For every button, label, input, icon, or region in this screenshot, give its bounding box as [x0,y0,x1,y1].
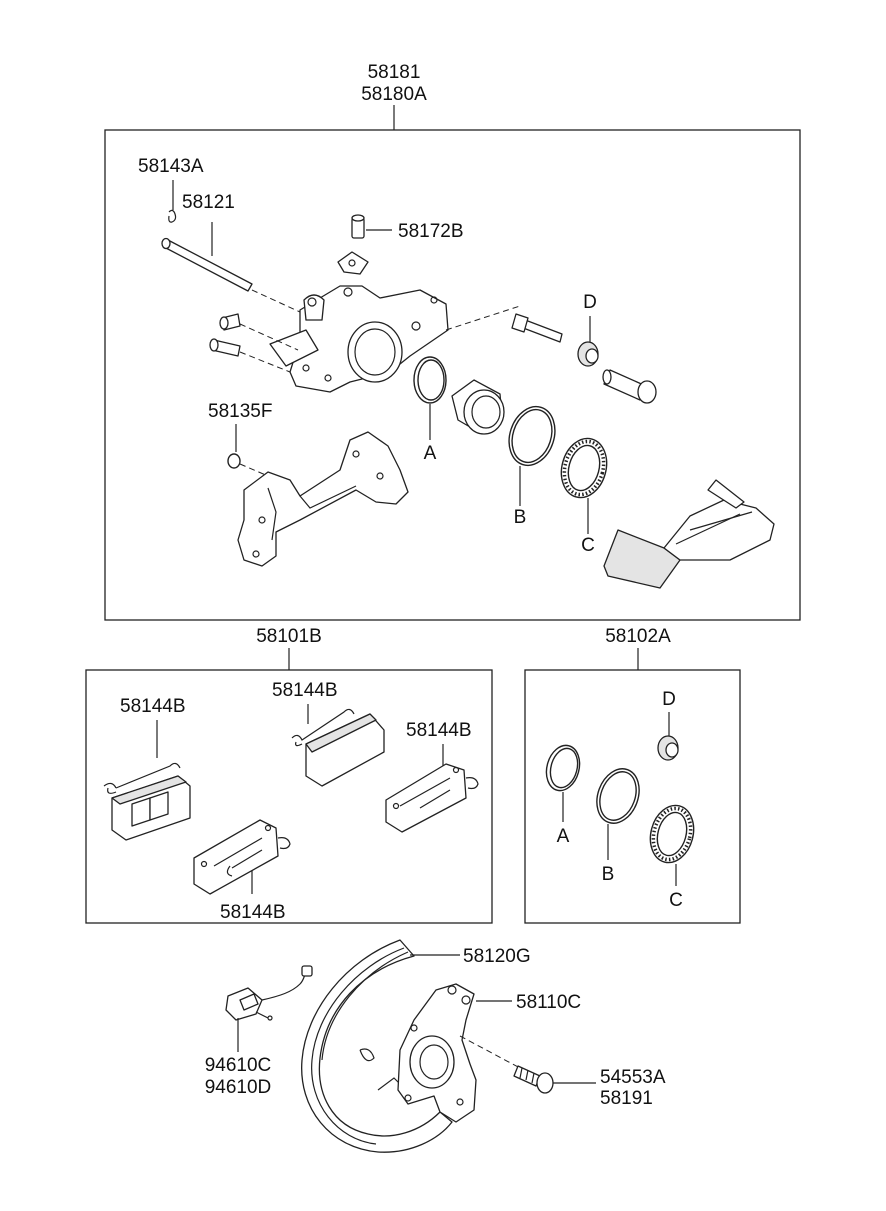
wheel-speed-sensor-label: 94610C [205,1055,272,1076]
caliper-bolt-lower-part [209,338,241,357]
bushing-label: 58135F [208,401,272,422]
caliper-assembly-box [104,129,801,621]
bushing-part [227,453,241,469]
pad-kit-label: 58101B [256,626,322,647]
backing-plate-label: 58120G [463,946,531,967]
wheel-speed-sensor-part [225,965,313,1021]
dust-boot-part [577,341,599,367]
seal-kit-letter-a: A [557,826,570,847]
brake-pad-1-part [103,762,191,841]
piston-boot-letter-c: C [581,535,595,556]
caliper-bracket-part [237,431,409,567]
dust-seal-letter-b: B [514,507,527,528]
pad-spring-1-label: 58144B [120,696,186,717]
piston-seal-letter-a: A [424,443,437,464]
knuckle-bracket-part [397,983,477,1123]
seal-kit-seal-a-part [545,744,581,792]
knuckle-bracket-label: 58110C [516,992,581,1013]
caliper-bolt-upper-part [219,313,241,331]
seal-kit-seal-b-part [596,768,640,824]
dust-seal-part [508,405,556,467]
brake-pad-3-part [385,763,479,833]
caliper-body-part [269,285,449,393]
brake-pad-2-part [291,708,385,787]
bleeder-cap-label: 58143A [138,156,204,177]
brake-pad-4-part [193,819,291,895]
bleeder-screw-label: 58172B [398,221,464,242]
caliper-assembly-label: 58181 [368,62,421,83]
pad-spring-4-label: 58144B [220,902,286,923]
pad-spring-2-label: 58144B [272,680,338,701]
piston-part [451,379,505,435]
caliper-assembly-alt-label: 58180A [361,84,427,105]
piston-seal-part [413,356,447,404]
bleeder-screw-part [337,214,369,275]
bleeder-cap-part [168,209,177,223]
seal-kit-letter-d: D [662,689,676,710]
guide-pin-label: 58121 [182,192,235,213]
caliper-cover-part [603,479,775,589]
seal-kit-boot-c-part [649,804,695,864]
backing-plate-part [301,939,453,1153]
seal-kit-letter-b: B [602,864,615,885]
guide-pin-part [161,237,253,292]
caliper-mount-bolt-alt-label: 58191 [600,1088,653,1109]
caliper-mount-bolt-label: 54553A [600,1067,666,1088]
piston-boot-part [560,437,608,499]
wheel-speed-sensor-alt-label: 94610D [205,1077,272,1098]
seal-kit-label: 58102A [605,626,671,647]
dust-boot-letter-d: D [583,292,597,313]
seal-kit-box [524,669,741,924]
slide-bolt-part [511,313,563,343]
pad-spring-3-label: 58144B [406,720,472,741]
seal-kit-letter-c: C [669,890,683,911]
caliper-mount-bolt-part [513,1065,554,1094]
guide-sleeve-part [602,369,657,404]
